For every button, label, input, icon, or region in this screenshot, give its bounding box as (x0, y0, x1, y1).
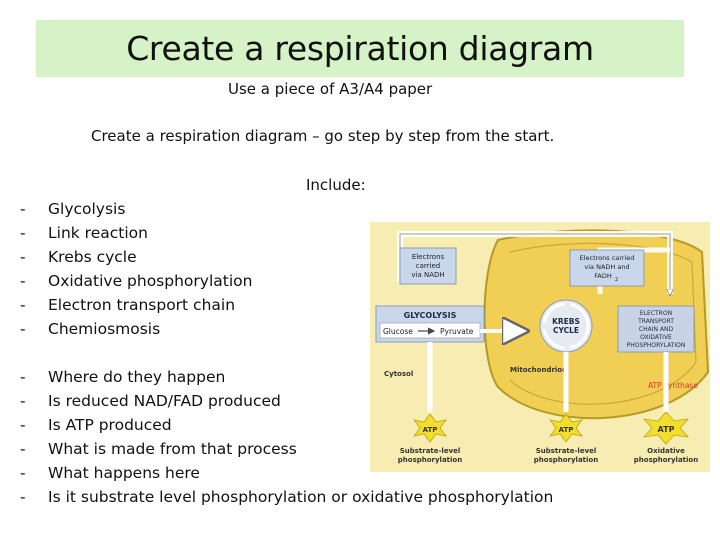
electrons-fadh-line-1: Electrons carried (580, 254, 635, 262)
bullet-dash: - (20, 392, 26, 410)
list-item: - Glycolysis (20, 197, 252, 221)
etc-line-5: PHOSPHORYLATION (627, 342, 686, 349)
substrate-level-caption-1a: Substrate-level (400, 447, 461, 455)
include-label: Include: (306, 176, 366, 194)
slide-title: Create a respiration diagram (126, 29, 594, 68)
list-item-label: Where do they happen (48, 368, 226, 386)
oxidative-caption-a: Oxidative (647, 447, 685, 455)
krebs-cycle-ring (542, 302, 590, 350)
list-item: - Link reaction (20, 221, 252, 245)
bullet-dash: - (20, 488, 26, 506)
list-item: - What happens here (20, 461, 553, 485)
paper-note: Use a piece of A3/A4 paper (228, 80, 433, 98)
cytosol-label: Cytosol (384, 370, 413, 378)
list-item-label: What is made from that process (48, 440, 297, 458)
list-item: - Chemiosmosis (20, 317, 252, 341)
include-list: -Glycolysis -Link reaction -Krebs cycle … (20, 197, 252, 341)
bullet-dash: - (20, 200, 26, 218)
label-electrons-nadh-fadh (569, 249, 645, 287)
oxidative-caption-b: phosphorylation (634, 456, 698, 464)
label-electrons-nadh (399, 247, 457, 285)
atp-label-3: ATP (658, 425, 675, 434)
list-item-label: Krebs cycle (48, 248, 137, 266)
bullet-dash: - (20, 368, 26, 386)
krebs-line-2: CYCLE (553, 326, 579, 335)
substrate-level-caption-1b: phosphorylation (398, 456, 462, 464)
list-item-label: Oxidative phosphorylation (48, 272, 253, 290)
electrons-fadh-line-2: via NADH and (584, 263, 629, 271)
list-item-label: Chemiosmosis (48, 320, 161, 338)
etc-line-1: ELECTRON (640, 310, 672, 317)
glucose-label: Glucose (383, 327, 413, 336)
atp-burst-oxidative (642, 411, 690, 445)
glycolysis-label: GLYCOLYSIS (404, 311, 457, 320)
bullet-dash: - (20, 272, 26, 290)
list-item: - Krebs cycle (20, 245, 252, 269)
list-item-label: Is reduced NAD/FAD produced (48, 392, 281, 410)
etc-line-4: OXIDATIVE (640, 334, 672, 341)
electrons-nadh-line-1: Electrons (412, 253, 445, 261)
electrons-nadh-line-3: via NADH (411, 271, 444, 279)
bullet-dash: - (20, 296, 26, 314)
atp-synthase-label: ATP synthase (648, 381, 698, 390)
etc-line-3: CHAIN AND (639, 326, 674, 333)
bullet-dash: - (20, 416, 26, 434)
list-item: - Electron transport chain (20, 293, 252, 317)
list-item: - Where do they happen (20, 365, 553, 389)
substrate-level-caption-2b: phosphorylation (534, 456, 598, 464)
etc-box (617, 305, 695, 353)
krebs-line-1: KREBS (552, 317, 580, 326)
atp-burst-substrate-1 (413, 413, 447, 443)
electrons-fadh-line-3: FADH (594, 272, 612, 280)
inner-membrane (509, 242, 697, 405)
instruction-text: Create a respiration diagram – go step b… (91, 127, 555, 145)
bullet-dash: - (20, 320, 26, 338)
list-item: - What is made from that process (20, 437, 553, 461)
pyruvate-label: Pyruvate (440, 327, 474, 336)
fadh-subscript: 2 (615, 277, 618, 283)
respiration-diagram: Electrons carried via NADH Electrons car… (370, 222, 710, 472)
list-item-label: What happens here (48, 464, 200, 482)
bullet-dash: - (20, 224, 26, 242)
bullet-dash: - (20, 440, 26, 458)
list-item-label: Link reaction (48, 224, 148, 242)
list-item: - Is it substrate level phosphorylation o… (20, 485, 553, 509)
electrons-nadh-line-2: carried (416, 262, 440, 270)
list-item-label: Electron transport chain (48, 296, 236, 314)
question-list: - Where do they happen - Is reduced NAD/FA… (20, 365, 553, 509)
substrate-level-caption-2a: Substrate-level (536, 447, 597, 455)
mitochondrion-label: Mitochondrion (510, 366, 567, 374)
list-item: - Is reduced NAD/FAD produced (20, 389, 553, 413)
bullet-dash: - (20, 248, 26, 266)
list-item-label: Is it substrate level phosphorylation or… (48, 488, 554, 506)
etc-line-2: TRANSPORT (637, 318, 674, 325)
list-item: - Is ATP produced (20, 413, 553, 437)
atp-label-2: ATP (559, 426, 574, 434)
list-item-label: Is ATP produced (48, 416, 172, 434)
bullet-dash: - (20, 464, 26, 482)
atp-burst-substrate-2 (549, 413, 583, 443)
atp-label-1: ATP (423, 426, 438, 434)
list-item-label: Glycolysis (48, 200, 126, 218)
list-item: - Oxidative phosphorylation (20, 269, 252, 293)
title-banner: Create a respiration diagram (36, 20, 684, 77)
